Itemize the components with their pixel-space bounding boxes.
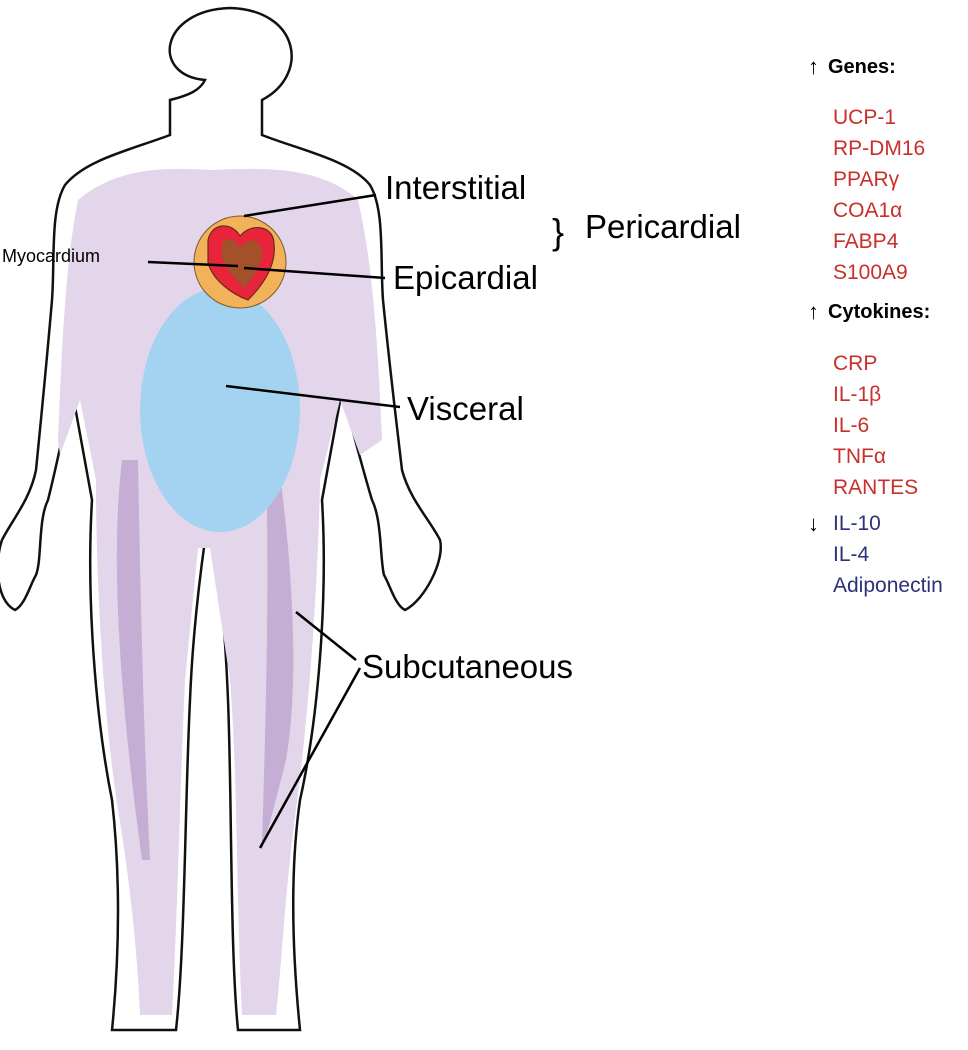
myocardium-label: Myocardium [2, 246, 100, 266]
decreased-down-arrow: ↓ [808, 511, 819, 536]
pericardial-brace: } [552, 211, 564, 252]
decreased-item: Adiponectin [833, 574, 943, 597]
gene-item: S100A9 [833, 261, 908, 284]
cytokine-item: RANTES [833, 476, 918, 499]
subcutaneous-label: Subcutaneous [362, 648, 573, 685]
visceral-fat [140, 288, 300, 532]
genes-up-arrow: ↑ [808, 54, 819, 79]
pericardial-label: Pericardial [585, 208, 741, 245]
cytokine-item: CRP [833, 352, 877, 375]
cytokines-up-arrow: ↑ [808, 299, 819, 324]
subcutaneous-leader-lower [258, 667, 362, 849]
cytokine-item: IL-6 [833, 414, 869, 437]
subcutaneous-fat-left-leg [116, 460, 150, 860]
gene-item: UCP-1 [833, 106, 896, 129]
decreased-item: IL-4 [833, 543, 870, 566]
epicardial-leader [243, 266, 386, 280]
gene-item: PPARγ [833, 168, 900, 191]
epicardial-label: Epicardial [393, 259, 538, 296]
subcutaneous-fat-right-leg [262, 460, 294, 850]
gene-item: FABP4 [833, 230, 899, 253]
gene-item: COA1α [833, 199, 902, 222]
cytokine-item: TNFα [833, 445, 886, 468]
subcutaneous-leader-upper [295, 611, 357, 661]
interstitial-leader [243, 193, 377, 218]
epicardial-fat [222, 239, 262, 288]
genes-heading: Genes: [828, 56, 896, 78]
visceral-leader [225, 384, 401, 409]
cytokine-item: IL-1β [833, 383, 881, 406]
gene-item: RP-DM16 [833, 137, 925, 160]
myocardium-leader [147, 260, 239, 268]
interstitial-label: Interstitial [385, 169, 526, 206]
visceral-label: Visceral [407, 390, 524, 427]
decreased-item: IL-10 [833, 512, 881, 535]
cytokines-heading: Cytokines: [828, 301, 930, 323]
